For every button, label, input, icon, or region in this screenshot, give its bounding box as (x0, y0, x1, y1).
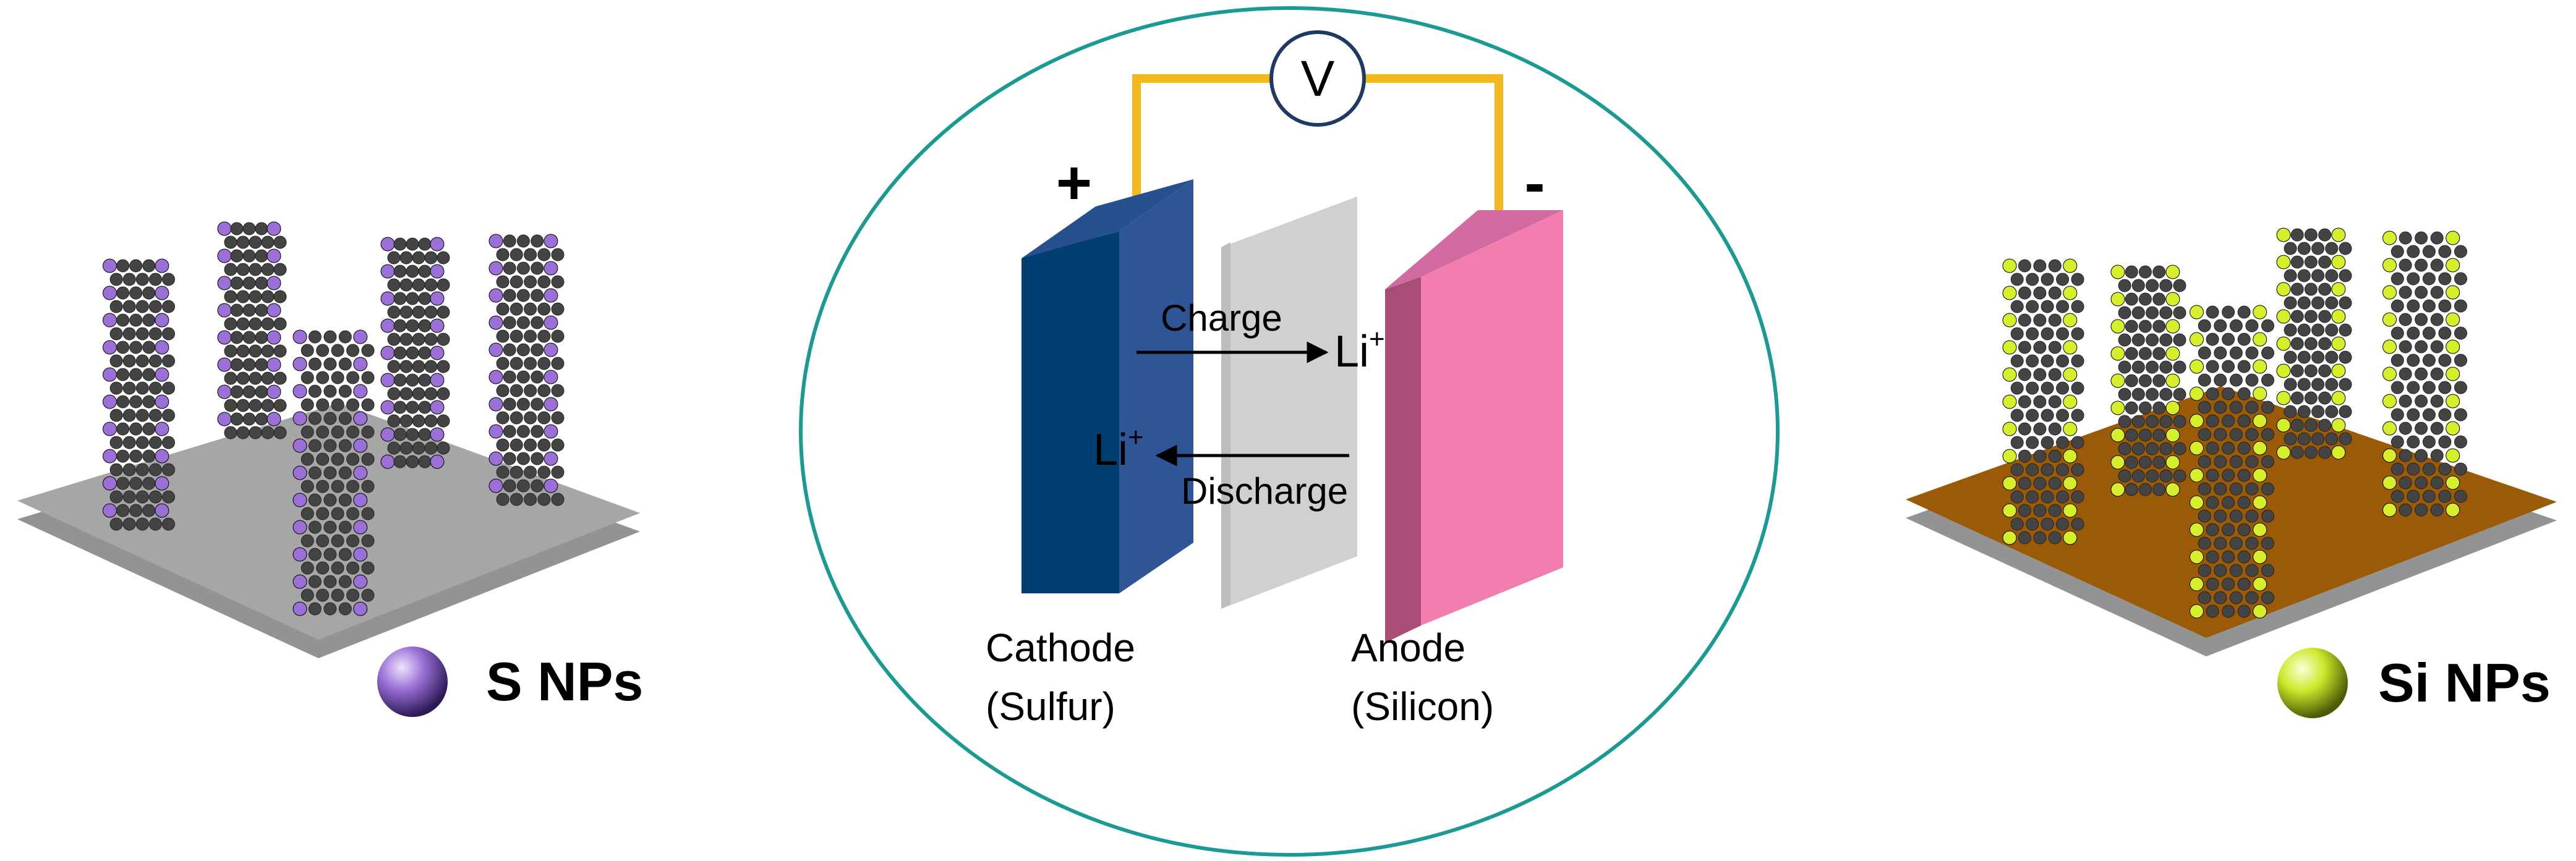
right-nanotube-4 (2382, 231, 2467, 517)
anode-plate-top (1385, 210, 1563, 289)
voltmeter-icon (1269, 30, 1366, 127)
left-nanotube-panel: S NPs (17, 221, 643, 717)
left-nanotube-5 (292, 329, 375, 616)
charge-label: Charge (1161, 297, 1282, 339)
left-legend-label: S NPs (486, 651, 643, 712)
silicon-nanoparticle-icon (2277, 648, 2348, 718)
left-nanotube-3 (380, 237, 450, 469)
cathode-label: Cathode (986, 626, 1135, 670)
left-nanotube-1 (103, 258, 175, 531)
discharge-ion-superscript: + (1128, 422, 1144, 452)
left-nanotube-4 (488, 234, 565, 506)
negative-terminal-sign: - (1524, 148, 1545, 218)
right-nanotube-5 (2190, 305, 2274, 619)
right-nanotube-panel: Si NPs (1906, 227, 2557, 718)
charge-ion-symbol: Li (1334, 327, 1369, 376)
left-nanotube-array (103, 221, 565, 616)
charge-ion-label: Li+ (1334, 324, 1385, 376)
separator-plate (1221, 197, 1357, 609)
cathode-plate-front (1119, 179, 1193, 593)
cathode-plate-top (1021, 179, 1193, 258)
anode-plate-side (1385, 277, 1421, 643)
right-legend-label: Si NPs (2378, 652, 2551, 713)
separator-edge (1221, 242, 1230, 609)
right-nanotube-3 (2276, 227, 2352, 460)
anode-material-label: (Silicon) (1351, 684, 1494, 729)
charge-ion-superscript: + (1369, 324, 1385, 354)
discharge-label: Discharge (1181, 470, 1348, 512)
voltmeter-label: V (1301, 51, 1335, 107)
anode-plate-front (1421, 210, 1563, 626)
battery-diagram: V + - Charge Li+ Li+ Discharge Cathode (… (799, 6, 1780, 857)
cathode-material-label: (Sulfur) (986, 684, 1115, 729)
positive-terminal-sign: + (1056, 148, 1092, 218)
discharge-ion-symbol: Li (1093, 425, 1128, 475)
anode-label: Anode (1351, 626, 1465, 670)
discharge-ion-label: Li+ (1093, 422, 1144, 475)
right-nanotube-1 (2002, 258, 2084, 545)
right-nanotube-2 (2110, 265, 2186, 497)
cathode-plate-face (1021, 231, 1119, 593)
sulfur-nanoparticle-icon (377, 647, 448, 717)
left-nanotube-2 (217, 221, 287, 439)
right-nanotube-array (2002, 227, 2467, 619)
